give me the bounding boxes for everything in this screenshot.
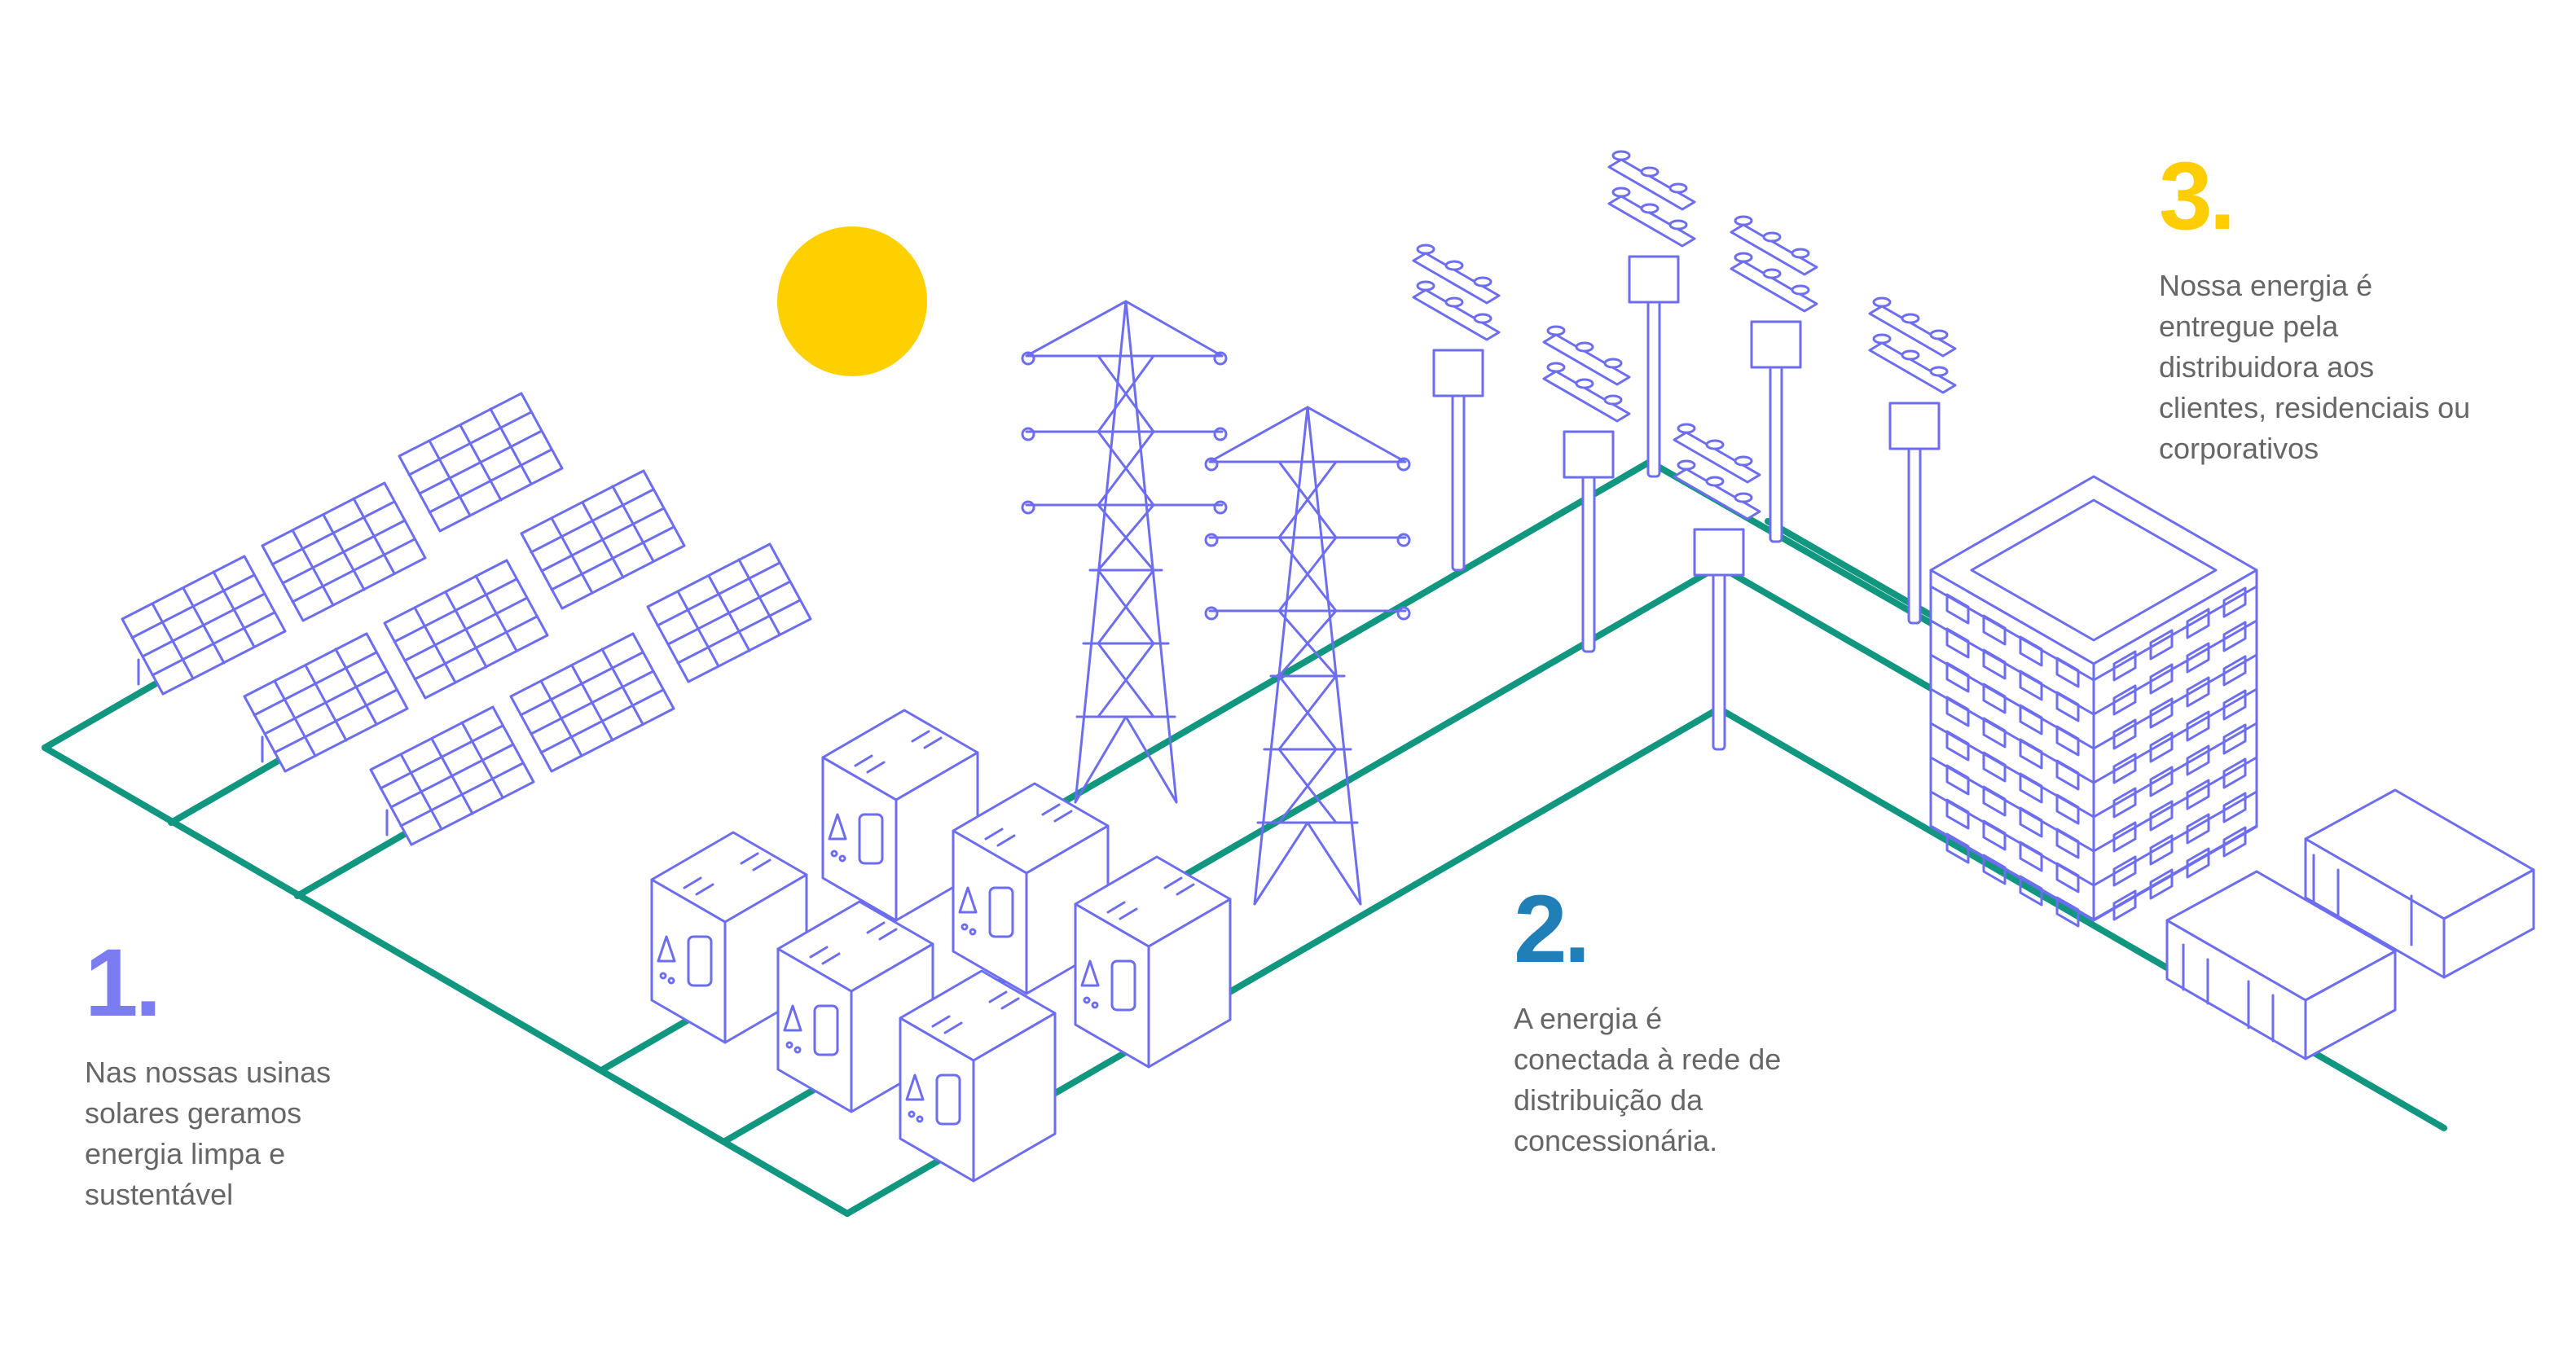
inverter-icon [650,831,808,1044]
utility-pole-icon [1412,244,1501,572]
solar-panel-icon [261,481,427,622]
solar-panel-icon [509,632,675,773]
solar-panel-icon [646,542,812,683]
solar-panel-icon [383,559,549,700]
transmission-tower-icon [1204,406,1411,906]
transmission-tower-icon [1021,300,1228,804]
inverter-icon [952,782,1110,995]
sun-icon [777,226,927,376]
utility-pole-icon [1607,150,1696,478]
step-2-description: A energia é conectada à rede de distribu… [1514,1002,1782,1157]
inverter-icon [899,969,1057,1183]
solar-panel-icon [520,469,686,610]
step-2: 2. A energia é conectada à rede de distr… [1514,881,1856,1161]
step-1-number: 1. [85,929,161,1037]
step-1: 1. Nas nossas usinas solares geramos ene… [85,935,427,1215]
step-3: 3. Nossa energia é entregue pela distrib… [2159,148,2501,469]
office-building-icon [1929,475,2258,928]
solar-panel-icon [243,632,409,773]
utility-pole-icon [1542,325,1631,653]
solar-panel-icon [121,555,287,696]
step-3-description: Nossa energia é entregue pela distribuid… [2159,269,2471,465]
utility-pole-icon [1868,296,1957,625]
utility-poles [1412,150,1957,751]
solar-panel-icon [398,392,564,533]
step-2-number: 2. [1514,876,1590,983]
house-icon [2165,870,2397,1060]
house-icon [2304,788,2535,979]
utility-pole-icon [1730,215,1818,543]
step-3-number: 3. [2159,143,2235,250]
step-1-description: Nas nossas usinas solares geramos energi… [85,1056,332,1211]
utility-pole-icon [1673,423,1761,751]
inverter-group [650,709,1232,1183]
solar-farm [121,392,812,846]
solar-panel-icon [369,705,535,846]
inverter-icon [1074,855,1232,1069]
